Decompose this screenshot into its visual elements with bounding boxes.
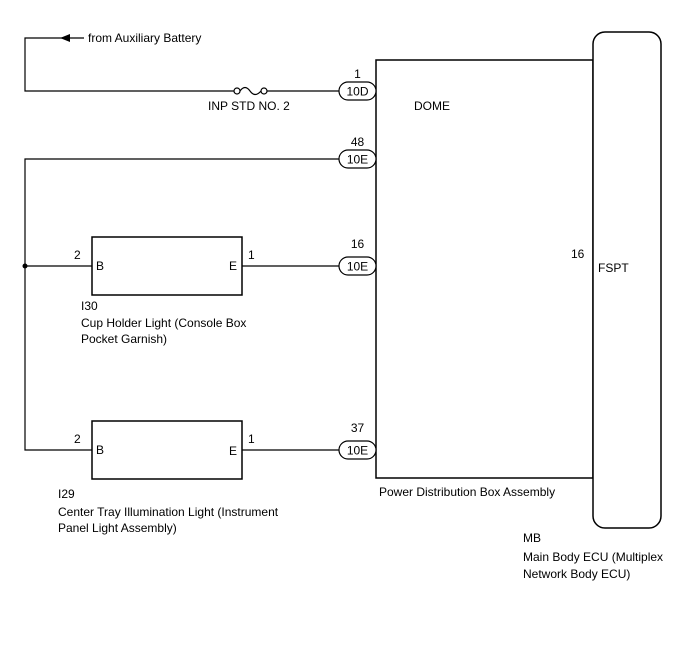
cup-light-terminal-b: B xyxy=(96,259,104,273)
source-label: from Auxiliary Battery xyxy=(88,31,201,45)
cup-light-right-pin: 1 xyxy=(248,248,255,262)
ecu-terminal: FSPT xyxy=(598,261,629,275)
cup-light-left-pin: 2 xyxy=(74,248,81,262)
battery-feed-wire xyxy=(24,37,234,92)
connector-code: 10E xyxy=(347,153,368,167)
ecu-code: MB xyxy=(523,531,541,545)
fuse-inp-std-label: INP STD NO. 2 xyxy=(208,99,290,113)
cup-holder-light-box xyxy=(91,236,243,296)
power-distribution-box xyxy=(375,59,594,479)
main-body-ecu-box xyxy=(592,31,662,529)
tray-light-name-line2: Panel Light Assembly) xyxy=(58,521,177,535)
connector-10e-37-pill xyxy=(338,440,377,460)
ecu-name-line1: Main Body ECU (Multiplex xyxy=(523,550,663,564)
connector-10e-16-pill xyxy=(338,256,377,276)
battery-arrow-icon xyxy=(60,34,70,42)
connector-pin: 16 xyxy=(351,237,365,251)
connector-pin: 48 xyxy=(351,135,365,149)
pdb-name: Power Distribution Box Assembly xyxy=(379,485,555,499)
tray-light-code: I29 xyxy=(58,487,75,501)
tray-light-right-pin: 1 xyxy=(248,432,255,446)
cup-light-name-line2: Pocket Garnish) xyxy=(81,332,167,346)
left-bus-splice-dot xyxy=(22,263,28,269)
connector-pin: 37 xyxy=(351,421,365,435)
cup-light-name-line1: Cup Holder Light (Console Box xyxy=(81,316,246,330)
fuse-inp-std-icon xyxy=(233,86,268,96)
left-bus-wire xyxy=(24,158,339,451)
tray-light-terminal-e: E xyxy=(229,444,237,458)
connector-pin: 1 xyxy=(354,67,361,81)
connector-code: 10E xyxy=(347,444,368,458)
center-tray-light-box xyxy=(91,420,243,480)
fuse-dome-label: DOME xyxy=(414,99,450,113)
tray-light-left-pin: 2 xyxy=(74,432,81,446)
connector-10e-48-pill xyxy=(338,149,377,169)
connector-10d-pill xyxy=(338,81,377,101)
cup-light-code: I30 xyxy=(81,299,98,313)
ecu-pin: 16 xyxy=(571,247,585,261)
connector-code: 10D xyxy=(346,85,368,99)
cup-light-terminal-e: E xyxy=(229,259,237,273)
tray-light-terminal-b: B xyxy=(96,443,104,457)
ecu-name-line2: Network Body ECU) xyxy=(523,567,630,581)
connector-code: 10E xyxy=(347,260,368,274)
tray-light-name-line1: Center Tray Illumination Light (Instrume… xyxy=(58,505,279,519)
